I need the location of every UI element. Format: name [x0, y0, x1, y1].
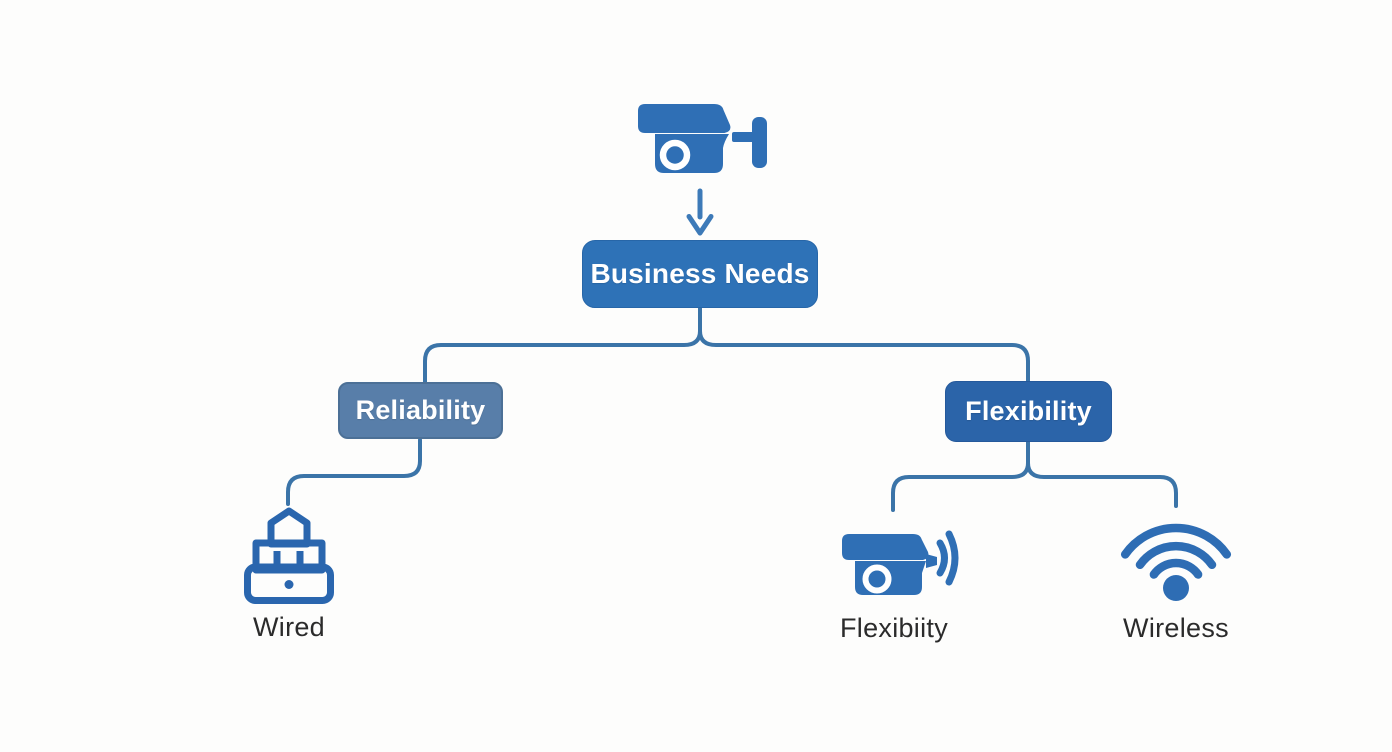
padlock-icon — [244, 507, 334, 604]
wireless-label: Wireless — [1123, 613, 1229, 643]
down-arrow-icon — [686, 188, 714, 236]
flexibility-node: Flexibility — [945, 381, 1112, 442]
cctv-camera-icon — [638, 104, 767, 173]
wireless-camera-icon — [842, 530, 959, 595]
wifi-icon — [1120, 523, 1232, 601]
business-needs-label: Business Needs — [590, 258, 810, 289]
flexibility-leaf-label: Flexibiity — [839, 613, 949, 643]
reliability-label: Reliability — [355, 395, 486, 425]
wired-label: Wired — [252, 612, 325, 642]
reliability-node: Reliability — [338, 382, 503, 439]
flexibility-label: Flexibility — [965, 396, 1092, 426]
business-needs-node: Business Needs — [582, 240, 818, 308]
